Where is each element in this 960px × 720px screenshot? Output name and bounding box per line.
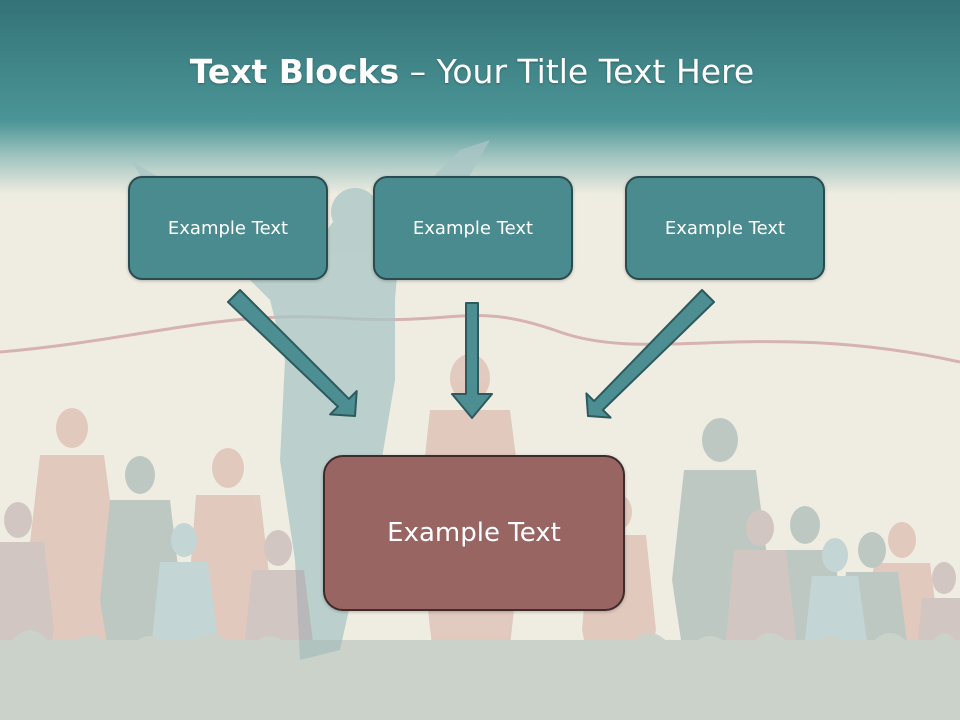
arrow-left-to-target (227, 289, 358, 417)
text-block-left: Example Text (128, 176, 328, 280)
title-separator: – (399, 52, 437, 91)
title-rest: Your Title Text Here (436, 52, 755, 91)
text-block-right-label: Example Text (664, 217, 786, 239)
text-block-center-label: Example Text (412, 217, 534, 239)
title-bold-part: Text Blocks (189, 52, 400, 91)
arrow-center-to-target (451, 302, 493, 419)
header-band (0, 0, 960, 195)
text-block-target: Example Text (323, 455, 625, 611)
arrow-right-to-target (585, 289, 715, 419)
text-block-left-label: Example Text (167, 217, 289, 239)
crowd-silhouettes (0, 354, 960, 720)
text-block-target-label: Example Text (387, 518, 561, 548)
slide-title: Text Blocks – Your Title Text Here (0, 52, 944, 91)
jumping-runner-silhouette (130, 140, 490, 660)
text-block-center: Example Text (373, 176, 573, 280)
text-block-right: Example Text (625, 176, 825, 280)
